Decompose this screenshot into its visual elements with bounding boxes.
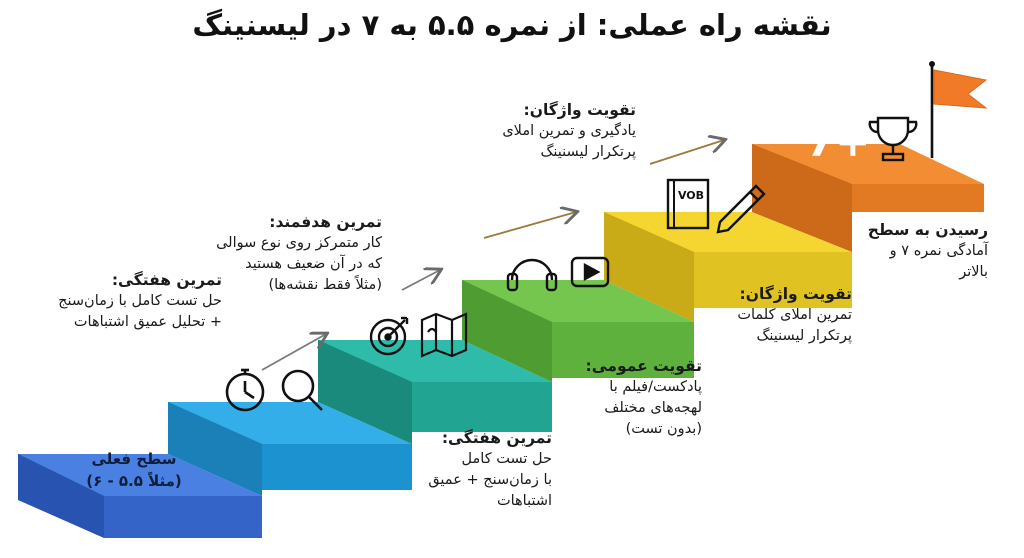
- step-1-title: سطح فعلی: [91, 450, 177, 468]
- step-1-subtitle: (مثلاً ۵.۵ - ۶): [86, 472, 182, 490]
- target-icon: [369, 316, 409, 356]
- page-title: نقشه راه عملی: از نمره ۵.۵ به ۷ در لیسنی…: [192, 8, 832, 42]
- annotation-line: لهجه‌های مختلف: [604, 400, 702, 416]
- annotation-line: پرتکرار لیسنینگ: [540, 144, 636, 160]
- annotation-line: (بدون تست): [625, 421, 702, 437]
- annotation-line: پادکست/فیلم با: [609, 379, 702, 395]
- progress-arrow-4: [649, 140, 724, 165]
- annotation-line: که در آن ضعیف هستید: [245, 256, 382, 272]
- annotation-line: + تحلیل عمیق اشتباهات: [73, 314, 222, 330]
- pencil-icon: [716, 184, 766, 234]
- annotation-line: (مثلاً فقط نقشه‌ها): [268, 277, 382, 293]
- annotation-line: پرتکرار لیسنینگ: [756, 328, 852, 344]
- annotation-general-boost: تقویت عمومی: پادکست/فیلم با لهجه‌های مخت…: [586, 356, 703, 440]
- step-4: [462, 280, 694, 382]
- step-5: [604, 212, 852, 322]
- annotation-weekly-practice-1: تمرین هفتگی: حل تست کامل با زمان‌سنج + ت…: [58, 270, 222, 333]
- annotation-vocab-1: تقویت واژگان: یادگیری و تمرین املای پرتک…: [502, 100, 636, 163]
- annotation-target-level: رسیدن به سطح آمادگی نمره ۷ و بالاتر: [868, 220, 988, 283]
- annotation-line: بالاتر: [959, 264, 988, 280]
- annotation-heading: تمرین هفتگی:: [441, 429, 552, 447]
- annotation-targeted-practice: تمرین هدفمند: کار متمرکز روی نوع سوالی ک…: [216, 212, 382, 296]
- progress-arrow-3: [483, 212, 576, 239]
- annotation-line: با زمان‌سنج + عمیق: [428, 472, 552, 488]
- annotation-vocab-2: تقویت واژگان: تمرین املای کلمات پرتکرار …: [737, 284, 852, 347]
- annotation-line: حل تست کامل با زمان‌سنج: [58, 293, 222, 309]
- play-video-icon: [570, 256, 610, 288]
- step-1-caption: سطح فعلی (مثلاً ۵.۵ - ۶): [74, 448, 194, 492]
- annotation-line: حل تست کامل: [461, 451, 552, 467]
- progress-arrow-2: [401, 270, 440, 291]
- magnifier-icon: [281, 369, 323, 411]
- annotation-heading: تقویت واژگان:: [739, 285, 852, 303]
- annotation-line: یادگیری و تمرین املای: [502, 123, 636, 139]
- book-label: VOB: [678, 189, 704, 202]
- annotation-heading: تقویت واژگان:: [523, 101, 636, 119]
- annotation-heading: تقویت عمومی:: [585, 357, 703, 375]
- annotation-weekly-practice-2: تمرین هفتگی: حل تست کامل با زمان‌سنج + ع…: [428, 428, 552, 512]
- annotation-line: تمرین املای کلمات: [737, 307, 852, 323]
- target-score-label: 7+: [806, 117, 870, 166]
- progress-arrow-1: [261, 334, 326, 371]
- map-icon: [420, 312, 468, 358]
- annotation-heading: تمرین هفتگی:: [111, 271, 222, 289]
- annotation-heading: تمرین هدفمند:: [269, 213, 382, 231]
- annotation-line: آمادگی نمره ۷ و: [889, 243, 988, 259]
- trophy-icon: [868, 116, 918, 162]
- step-1: [18, 454, 262, 538]
- annotation-line: اشتباهات: [496, 493, 552, 509]
- step-2: [168, 402, 412, 496]
- stopwatch-icon: [225, 368, 265, 412]
- headphones-icon: [506, 258, 558, 292]
- annotation-heading: رسیدن به سطح: [867, 221, 988, 239]
- step-6: [752, 144, 984, 252]
- book-icon: VOB: [666, 178, 710, 230]
- annotation-line: کار متمرکز روی نوع سوالی: [216, 235, 382, 251]
- flag-icon: [929, 61, 988, 158]
